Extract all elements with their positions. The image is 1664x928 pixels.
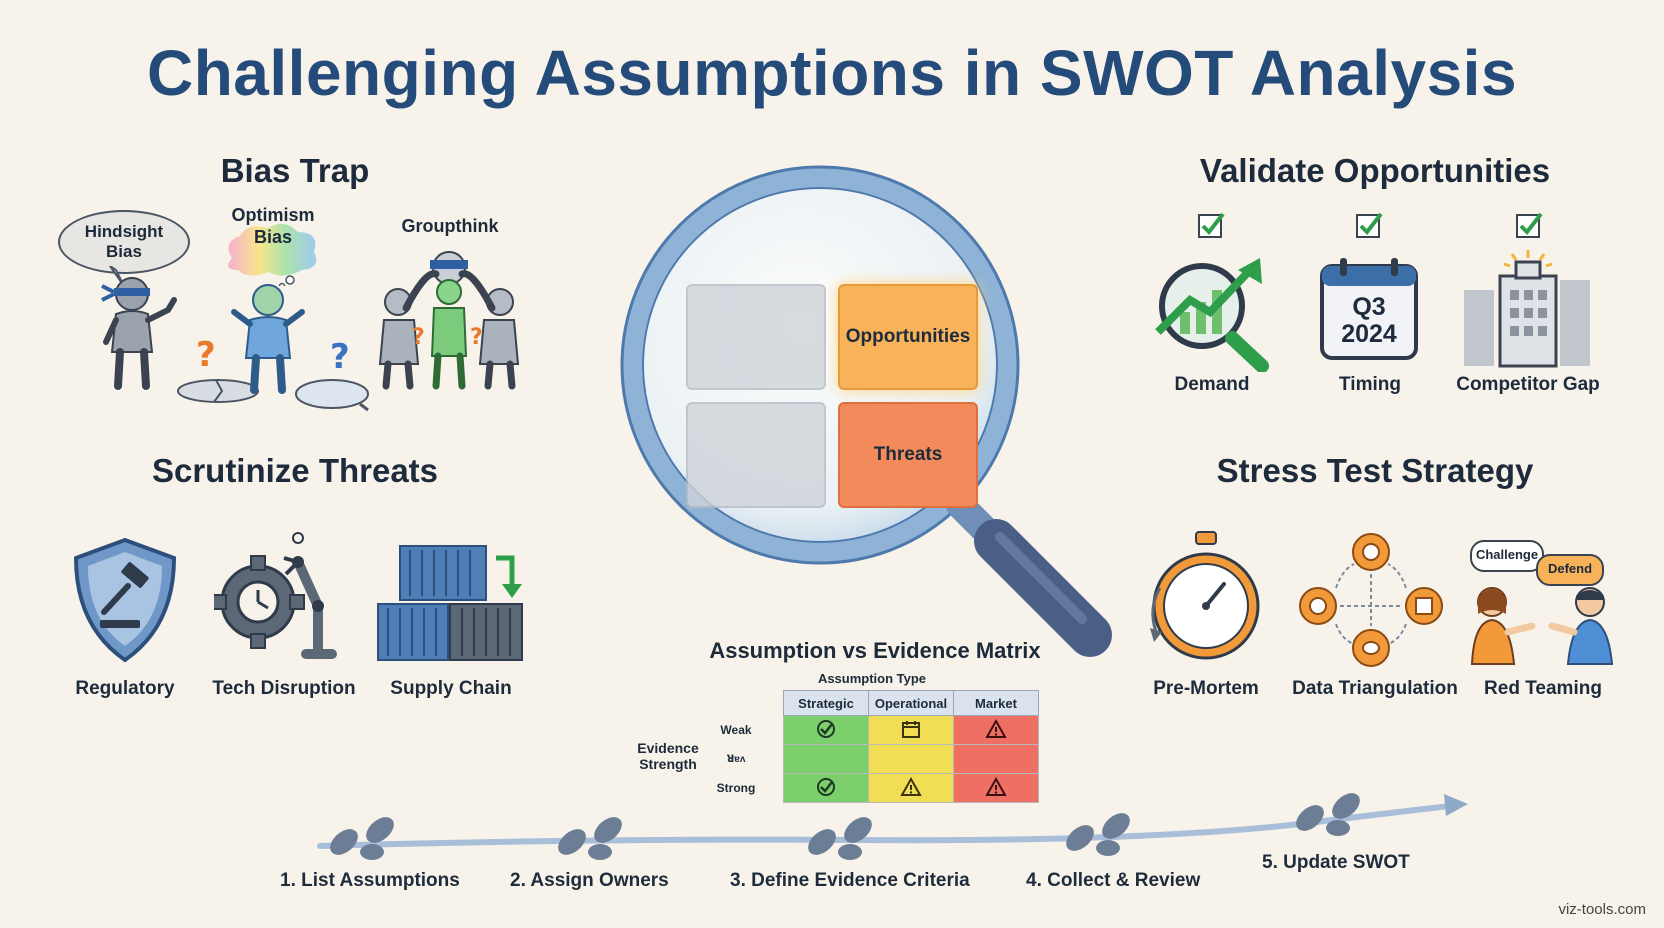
matrix-col-operational: Operational (868, 690, 954, 716)
optimism-bias-cloud: Optimism Bias (218, 204, 328, 286)
challenge-bubble: Challenge (1470, 540, 1544, 572)
quadrant-bottom-left (686, 402, 826, 508)
debate-people-icon (1470, 587, 1614, 665)
scrutinize-threats-title: Scrutinize Threats (151, 452, 439, 489)
matrix-row-group: Evidence Strength (637, 740, 699, 772)
checkbox-icon (1198, 212, 1225, 238)
matrix-row-middle: ꓤɐʌ (726, 753, 746, 765)
quadrant-top-left (686, 284, 826, 390)
demand-label: Demand (1174, 374, 1250, 395)
hindsight-bias-bubble: Hindsight Bias (58, 210, 190, 274)
calendar-text: Q3 2024 (1318, 294, 1420, 348)
containers-icon (377, 545, 523, 661)
red-teaming-label: Red Teaming (1484, 678, 1602, 699)
question-mirror-icon: ? (295, 338, 369, 412)
matrix-cell (953, 744, 1039, 774)
matrix-cell (783, 744, 869, 774)
regulatory-label: Regulatory (75, 678, 175, 699)
svg-text:?: ? (470, 325, 483, 350)
groupthink-label: Groupthink (401, 216, 499, 236)
checkbox-icon (1356, 212, 1383, 238)
shield-gavel-icon (73, 537, 177, 663)
matrix-row-weak: Weak (720, 723, 752, 737)
footstep-path (317, 794, 1468, 849)
quadrant-threats: Threats (838, 402, 978, 508)
warning-icon (985, 776, 1007, 796)
stress-test-title: Stress Test Strategy (1216, 452, 1534, 489)
matrix-cell (953, 715, 1039, 745)
step-2: 2. Assign Owners (510, 870, 669, 891)
matrix-col-strategic: Strategic (783, 690, 869, 716)
calendar-quarter: Q3 (1352, 293, 1386, 321)
step-4: 4. Collect & Review (1026, 870, 1201, 891)
matrix-cell (953, 773, 1039, 803)
step-1: 1. List Assumptions (280, 870, 460, 891)
matrix-col-market: Market (953, 690, 1039, 716)
checkbox-icon (1516, 212, 1543, 238)
matrix-title: Assumption vs Evidence Matrix (709, 638, 1041, 663)
matrix-cell (783, 715, 869, 745)
footprints-icon (808, 817, 872, 860)
competitor-gap-label: Competitor Gap (1456, 374, 1600, 395)
calendar-icon (1320, 258, 1418, 360)
hindsight-bias-label: Hindsight Bias (84, 222, 164, 261)
optimism-bias-label: Optimism Bias (231, 205, 315, 247)
svg-text:?: ? (196, 336, 216, 375)
bias-trap-title: Bias Trap (220, 152, 370, 189)
page-title: Challenging Assumptions in SWOT Analysis (146, 37, 1518, 109)
supply-chain-label: Supply Chain (390, 678, 512, 699)
stopwatch-icon (1150, 531, 1260, 660)
matrix-cell (868, 744, 954, 774)
buildings-icon (1464, 250, 1590, 368)
evidence-matrix: Strategic Operational Market Weak ꓤɐʌ St… (694, 690, 1039, 803)
matrix-cell (868, 715, 954, 745)
blindfolded-group-icon: ? ? (378, 251, 520, 390)
validate-opportunities-title: Validate Opportunities (1199, 152, 1551, 189)
gears-network-icon (1299, 533, 1443, 667)
warning-icon (985, 718, 1007, 738)
matrix-row-strong: Strong (716, 781, 756, 795)
timing-label: Timing (1339, 374, 1401, 395)
broken-mirror-icon: ? (177, 336, 259, 403)
step-5: 5. Update SWOT (1262, 852, 1410, 873)
tech-disruption-label: Tech Disruption (212, 678, 356, 699)
defend-bubble: Defend (1536, 554, 1604, 586)
rainbow-cloud-icon (228, 223, 317, 286)
warning-icon (900, 776, 922, 796)
blindfolded-person-icon (101, 266, 177, 390)
footprints-icon (558, 817, 622, 860)
credit-text[interactable]: viz-tools.com (1558, 901, 1646, 918)
optimistic-person-icon (231, 284, 305, 394)
footprints-icon (1296, 793, 1360, 836)
gear-robot-arm-icon (214, 532, 337, 659)
quadrant-opportunities: Opportunities (838, 284, 978, 390)
calendar-small-icon (902, 720, 920, 738)
calendar-year: 2024 (1341, 320, 1397, 348)
footprints-icon (330, 817, 394, 860)
check-circle-icon (817, 777, 835, 796)
svg-text:?: ? (412, 325, 425, 350)
matrix-col-group: Assumption Type (817, 671, 927, 686)
check-circle-icon (817, 719, 835, 738)
pre-mortem-label: Pre-Mortem (1153, 678, 1259, 699)
data-triangulation-label: Data Triangulation (1292, 678, 1458, 699)
footprints-icon (1066, 813, 1130, 856)
svg-text:?: ? (330, 338, 350, 377)
step-3: 3. Define Evidence Criteria (730, 870, 970, 891)
growth-magnifier-icon (1155, 258, 1269, 372)
